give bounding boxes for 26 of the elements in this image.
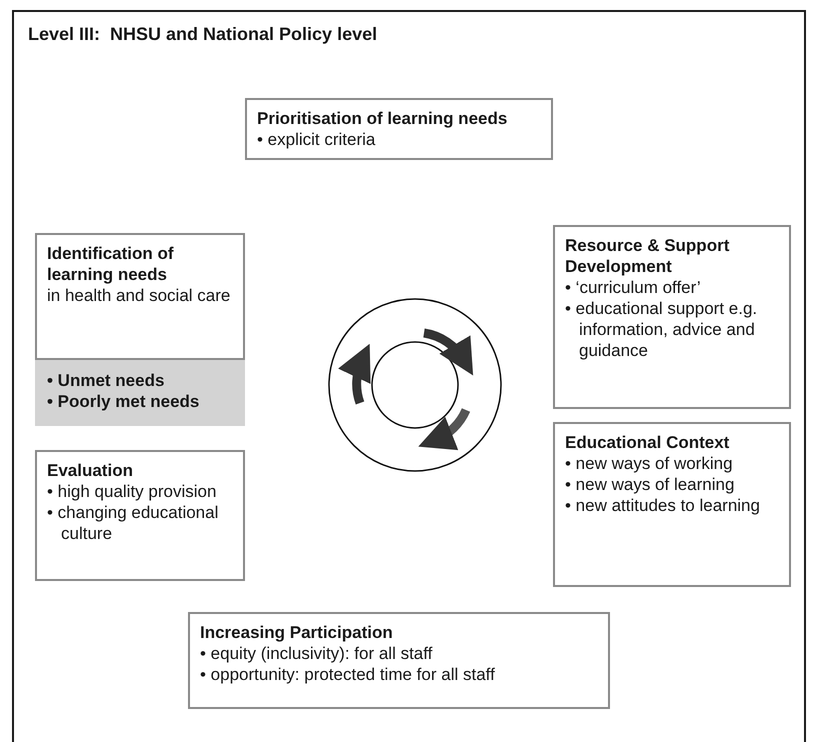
box-heading: Educational Context — [565, 432, 730, 453]
text-box — [553, 422, 791, 587]
box-text: • high quality provision — [47, 481, 218, 502]
text-box — [188, 612, 610, 709]
text-box — [35, 233, 245, 360]
box-text: • educational support e.g. information, advice and guidance — [565, 298, 758, 361]
box-text: • equity (inclusivity): for all staff — [200, 643, 434, 664]
box-heading: Resource & Support Development — [565, 235, 730, 277]
box-text: • new ways of learning — [565, 474, 736, 495]
text-box — [35, 450, 245, 581]
text-box — [553, 225, 791, 409]
box-text: • explicit criteria — [257, 129, 376, 150]
title: Level III: NHSU and National Policy level — [28, 24, 378, 45]
box-heading: Increasing Participation — [200, 622, 394, 643]
text-box — [245, 98, 553, 160]
box-text: • new ways of working — [565, 453, 734, 474]
highlight-box — [35, 360, 245, 426]
box-text: • opportunity: protected time for all staff — [200, 664, 496, 685]
box-text: • Poorly met needs — [47, 391, 200, 412]
box-text: • changing educational culture — [47, 502, 220, 544]
box-text: in health and social care — [47, 285, 232, 306]
box-text: • ‘curriculum offer’ — [565, 277, 702, 298]
box-text: • Unmet needs — [47, 370, 166, 391]
box-heading: Evaluation — [47, 460, 134, 481]
box-text: • new attitudes to learning — [565, 495, 761, 516]
box-heading: Prioritisation of learning needs — [257, 108, 508, 129]
